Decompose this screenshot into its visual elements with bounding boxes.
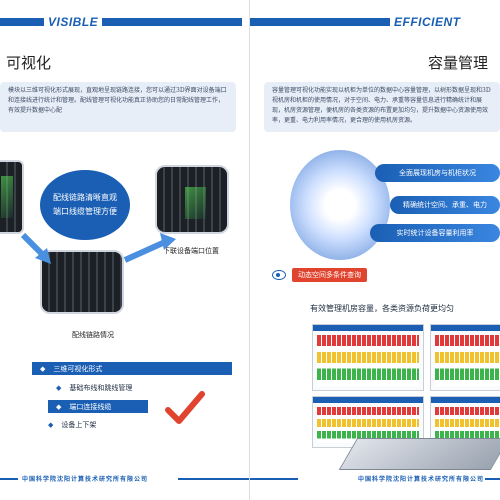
footer-line	[250, 478, 298, 480]
capacity-tile	[430, 324, 500, 391]
link-caption: 配线链路情况	[72, 331, 114, 339]
checkmark-icon	[165, 391, 205, 424]
left-header: VISIBLE	[0, 14, 243, 30]
footer-company: 中国科学院沈阳计算技术研究所有限公司	[22, 476, 149, 483]
list-item: ◆ 设备上下架	[40, 418, 130, 431]
feature-pill: 精确统计空间、承重、电力	[390, 196, 500, 214]
footer-company: 中国科学院沈阳计算技术研究所有限公司	[358, 476, 485, 483]
header-word: VISIBLE	[48, 15, 99, 29]
page-title: 容量管理	[428, 54, 489, 72]
list-label: 基础布线和跳线管理	[69, 383, 133, 392]
feature-bubble: 配线链路清晰直观 端口线缆管理方便	[40, 170, 130, 240]
floorplan-3d	[338, 438, 500, 470]
page-title: 可视化	[6, 54, 52, 72]
feature-pill: 全面展现机房与机柜状况	[375, 164, 500, 182]
header-bar	[102, 18, 243, 26]
section-subtitle: 有效管理机房容量，各类资源负荷更均匀	[310, 304, 454, 313]
right-page: EFFICIENT 容量管理 容量管理可视化功能实现以机柜为单位的数据中心容量管…	[250, 0, 500, 500]
intro-text: 模块以三维可视化形式展现，直观地呈现链路连接，您可以通过3D界面对设备端口和连接…	[0, 82, 236, 132]
diamond-icon: ◆	[56, 383, 62, 392]
list-item: ◆ 三维可视化形式	[32, 362, 232, 375]
list-item: ◆ 基础布线和跳线管理	[48, 381, 168, 394]
list-item: ◆ 端口连接线缆	[48, 400, 148, 413]
query-row: 动态空间多条件查询	[272, 268, 367, 282]
diamond-icon: ◆	[56, 402, 62, 411]
header-word: EFFICIENT	[394, 15, 461, 29]
header-bar	[250, 18, 390, 26]
query-label: 动态空间多条件查询	[292, 268, 367, 282]
footer-line	[0, 478, 18, 480]
eye-icon	[272, 270, 286, 280]
header-bar	[0, 18, 44, 26]
bubble-line: 端口线缆管理方便	[53, 207, 117, 216]
port-screenshot	[155, 165, 229, 234]
right-header: EFFICIENT	[250, 14, 465, 30]
arrow-icon	[20, 232, 51, 264]
intro-text: 容量管理可视化功能实现以机柜为单位的数据中心容量管理，以树形数据呈现和3D视机房…	[264, 82, 500, 132]
bubble-line: 配线链路清晰直观	[53, 193, 117, 202]
footer-line	[485, 478, 500, 480]
page-spine	[249, 0, 250, 500]
diamond-icon: ◆	[40, 364, 46, 373]
list-label: 端口连接线缆	[69, 402, 112, 411]
left-page: VISIBLE 可视化 模块以三维可视化形式展现，直观地呈现链路连接，您可以通过…	[0, 14, 250, 483]
footer-line	[178, 478, 250, 480]
globe-hand-image	[290, 150, 390, 260]
diamond-icon: ◆	[48, 420, 54, 429]
capacity-tile	[312, 324, 424, 391]
arrow-icon	[123, 233, 176, 263]
list-label: 三维可视化形式	[53, 364, 103, 373]
feature-pill: 实时统计设备容量利用率	[370, 224, 500, 242]
port-caption: 下联设备端口位置	[163, 247, 219, 255]
list-label: 设备上下架	[61, 420, 97, 429]
link-screenshot	[40, 250, 124, 314]
rack-screenshot	[0, 160, 24, 234]
